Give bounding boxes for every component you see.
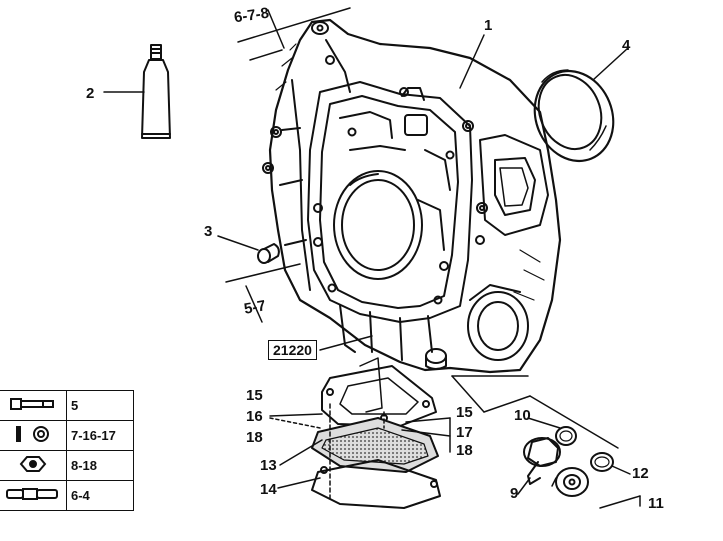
reference-box-21220: 21220 (268, 340, 317, 360)
legend-row: 5 (0, 390, 134, 421)
callout-2: 2 (86, 85, 95, 102)
legend-row: 6-4 (0, 480, 134, 511)
sealant-tube (103, 44, 171, 139)
callout-16: 16 (246, 408, 263, 425)
reference-5-7: 5-7 (242, 297, 267, 318)
callout-17: 17 (456, 424, 473, 441)
callout-18-left: 18 (246, 429, 263, 446)
legend-row: 8-18 (0, 450, 134, 481)
legend-stud-label: 6-4 (66, 480, 134, 511)
sealing-ring-a (555, 426, 577, 446)
plug-b (555, 467, 589, 497)
callout-14: 14 (260, 481, 277, 498)
sealing-ring-b (590, 452, 614, 472)
callout-4: 4 (622, 37, 631, 54)
dowel-bush (217, 235, 280, 264)
flywheel-housing (262, 18, 562, 374)
bolt-icon (0, 390, 67, 421)
legend-nut-label: 8-18 (66, 450, 134, 481)
fastener-legend: 5 7-16-17 8-18 6-4 (0, 390, 134, 511)
callout-18-right: 18 (456, 442, 473, 459)
bottom-plate (311, 459, 441, 509)
callout-3: 3 (204, 223, 213, 240)
legend-row: 7-16-17 (0, 420, 134, 451)
nut-icon (0, 450, 67, 481)
leader-lines (225, 7, 641, 509)
callout-12: 12 (632, 465, 649, 482)
callout-13: 13 (260, 457, 277, 474)
callout-10: 10 (514, 407, 531, 424)
callout-1: 1 (484, 17, 493, 34)
washer-icon (0, 420, 67, 451)
oil-seal (533, 47, 629, 163)
legend-washer-label: 7-16-17 (66, 420, 134, 451)
callout-15-left: 15 (246, 387, 263, 404)
callout-15-right: 15 (456, 404, 473, 421)
drain-plug (517, 437, 561, 495)
callout-9: 9 (510, 485, 519, 502)
legend-bolt-label: 5 (66, 390, 134, 421)
stud-icon (0, 480, 67, 511)
gasket (311, 417, 439, 473)
callout-11: 11 (648, 495, 664, 512)
